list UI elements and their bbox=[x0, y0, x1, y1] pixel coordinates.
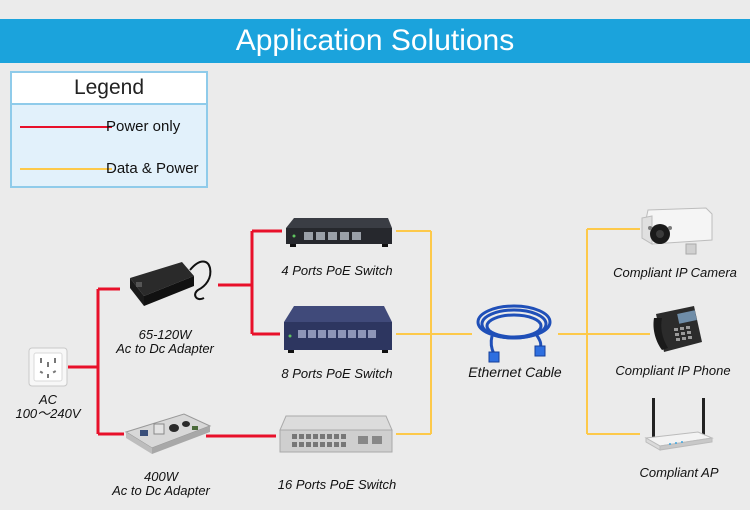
legend-data-line bbox=[20, 168, 112, 170]
adapter-large-wattage-label: 400W bbox=[144, 469, 178, 484]
adapter-small-type-label: Ac to Dc Adapter bbox=[116, 341, 214, 356]
page-title: Application Solutions bbox=[235, 24, 515, 57]
camera-label: Compliant IP Camera bbox=[613, 265, 737, 280]
legend-title: Legend bbox=[12, 73, 206, 105]
switch-16-port-icon bbox=[279, 415, 393, 453]
switch16-label: 16 Ports PoE Switch bbox=[277, 477, 397, 492]
ac-outlet-icon bbox=[28, 347, 68, 387]
switch8-label: 8 Ports PoE Switch bbox=[281, 366, 393, 381]
cable-label: Ethernet Cable bbox=[468, 364, 562, 380]
adapter-large-type-label: Ac to Dc Adapter bbox=[112, 483, 210, 498]
ac-label: AC bbox=[38, 392, 58, 407]
phone-label: Compliant IP Phone bbox=[615, 363, 731, 378]
legend: Legend Power only Data & Power bbox=[10, 71, 208, 188]
switch4-label: 4 Ports PoE Switch bbox=[281, 263, 393, 278]
legend-power-line bbox=[20, 126, 112, 128]
legend-power-label: Power only bbox=[106, 118, 181, 135]
adapter-small-wattage-label: 65-120W bbox=[138, 327, 192, 342]
power-adapter-icon bbox=[130, 260, 212, 306]
ip-phone-icon bbox=[653, 306, 702, 352]
switch-8-port-icon bbox=[284, 306, 392, 353]
wireless-ap-icon bbox=[644, 398, 714, 451]
switch-4-port-icon bbox=[286, 218, 392, 247]
ethernet-cable-icon bbox=[476, 304, 552, 363]
ip-camera-icon bbox=[641, 207, 713, 255]
title-banner: Application Solutions bbox=[0, 19, 750, 63]
legend-data-label: Data & Power bbox=[106, 160, 199, 177]
power-supply-icon bbox=[124, 413, 212, 454]
ap-label: Compliant AP bbox=[639, 465, 719, 480]
ac-voltage-label: 100～240V bbox=[15, 406, 81, 421]
